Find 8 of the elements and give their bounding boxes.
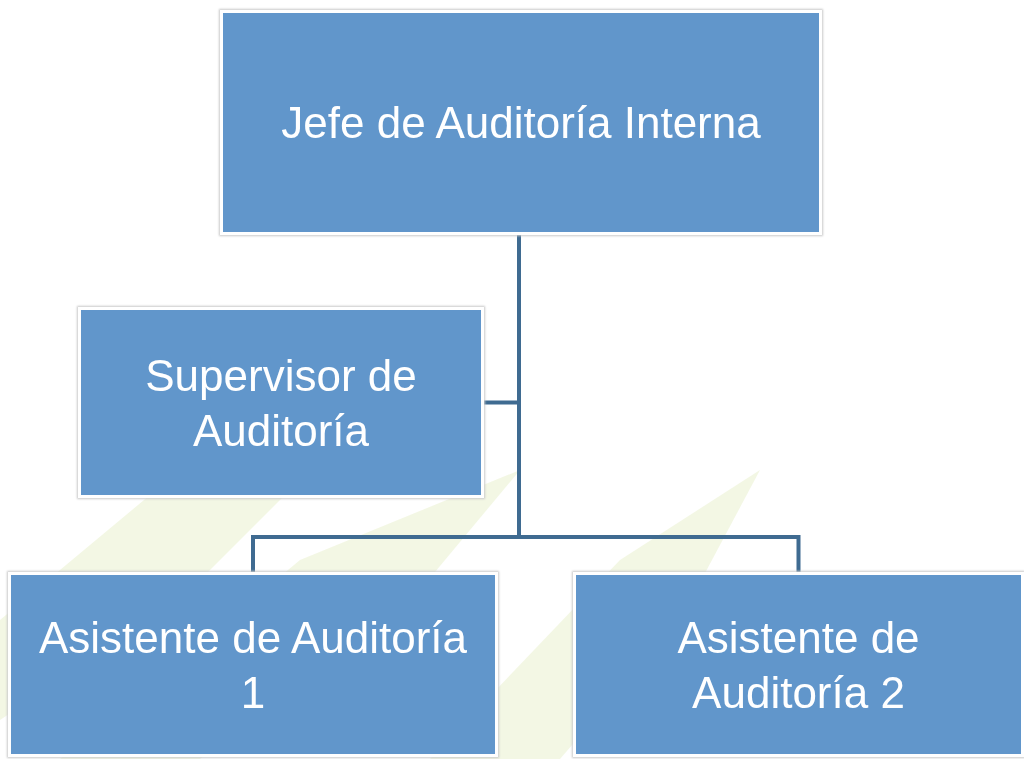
org-chart-box [573,572,1024,757]
org-chart-box [8,572,498,757]
role-title: Asistente de Auditoría 1 [37,611,469,719]
role-title: Supervisor de Auditoría [144,349,418,457]
role-title: Jefe de Auditoría Interna [280,97,762,149]
role-title: Asistente de Auditoría 2 [676,611,921,719]
org-chart-box [78,307,484,498]
org-chart-box [220,10,822,235]
